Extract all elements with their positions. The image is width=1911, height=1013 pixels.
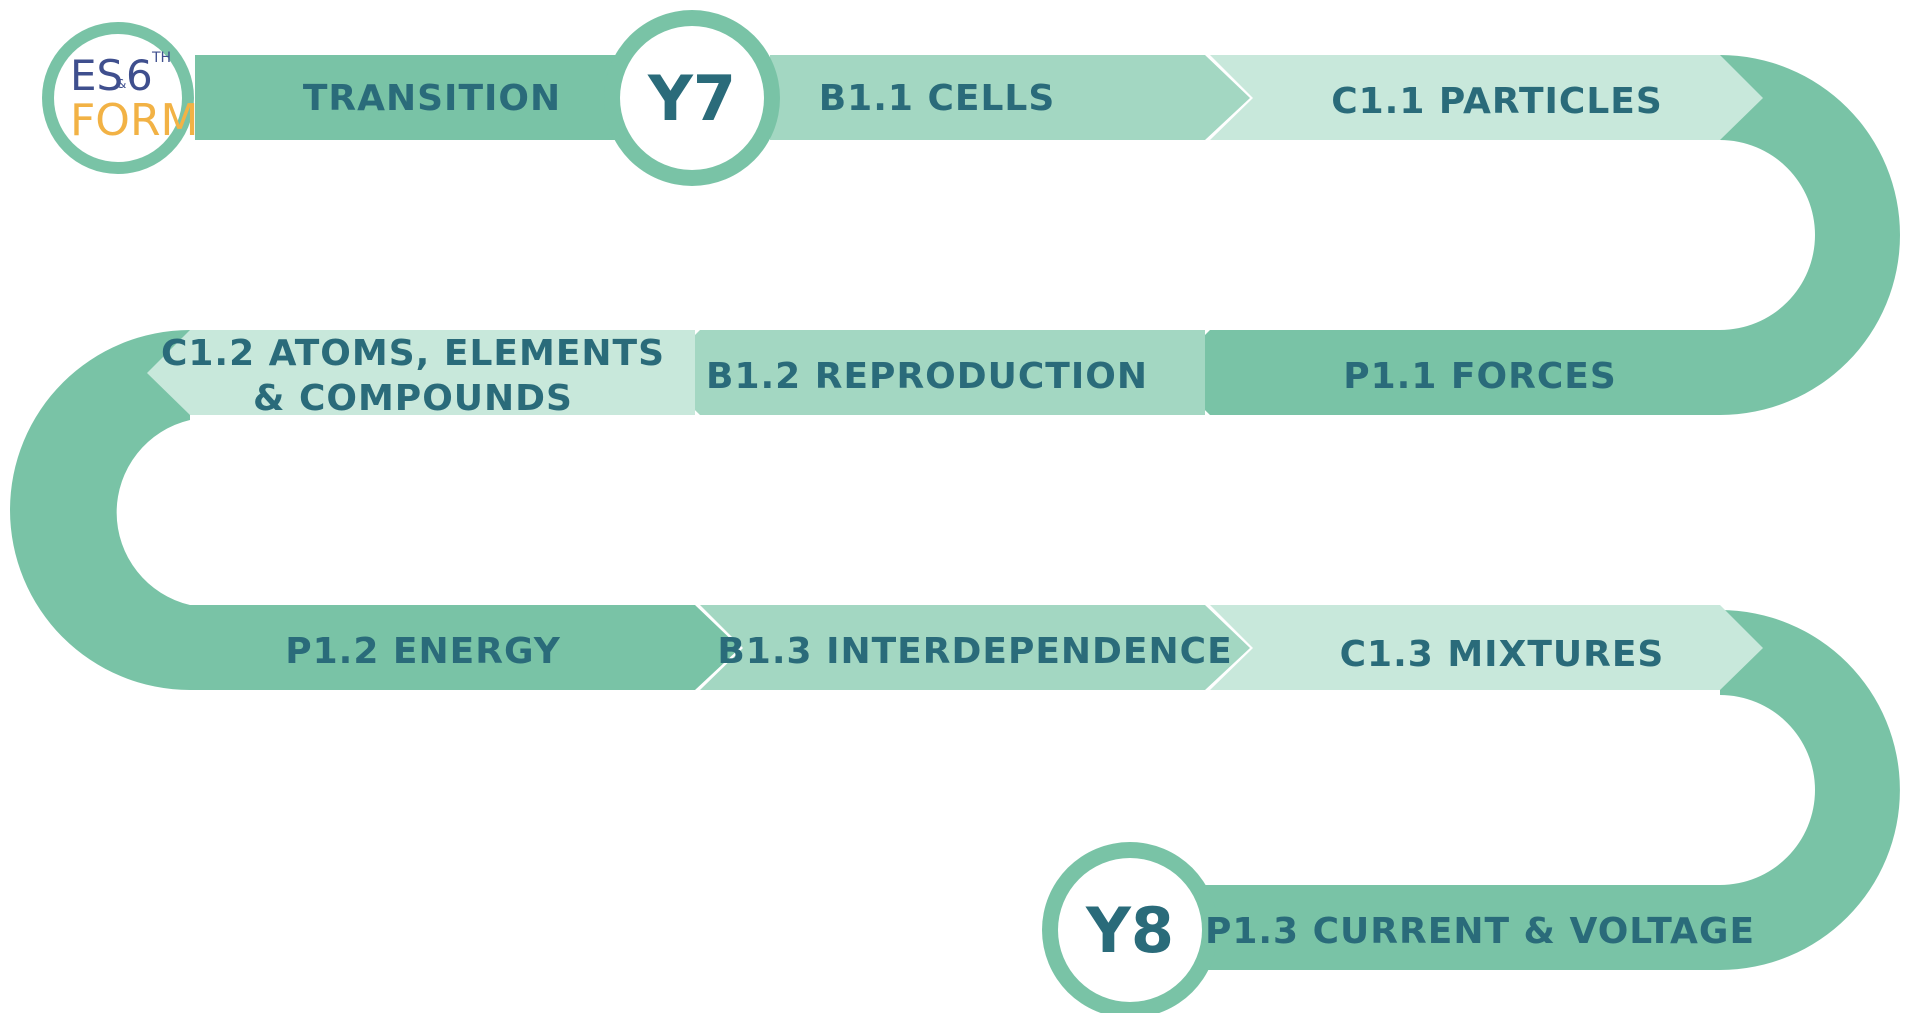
curve-right-bottom [1720, 610, 1900, 970]
logo-th-text: TH [151, 50, 171, 66]
segment-c1-2 [147, 330, 695, 415]
logo-amp-text: & [117, 77, 126, 91]
segment-c1-3 [1210, 605, 1763, 690]
segment-p1-1 [1167, 330, 1720, 415]
y7-badge: Y7 [604, 10, 780, 186]
curve-right-top [1720, 55, 1900, 415]
label-c1-1: C1.1 PARTICLES [1331, 81, 1663, 122]
label-c1-2-line1: C1.2 ATOMS, ELEMENTS [161, 333, 665, 374]
label-p1-2: P1.2 ENERGY [285, 631, 561, 672]
segment-c1-1 [1210, 55, 1763, 140]
segment-b1-3 [700, 605, 1250, 690]
label-p1-1: P1.1 FORCES [1343, 356, 1617, 397]
segment-b1-2 [657, 330, 1205, 415]
segment-p1-2 [190, 605, 740, 690]
label-c1-2-line2: & COMPOUNDS [253, 378, 573, 419]
label-b1-3: B1.3 INTERDEPENDENCE [717, 631, 1232, 672]
logo-badge: ES & 6 TH FORM [42, 22, 198, 174]
logo-six-text: 6 [126, 51, 153, 100]
segment-b1-1 [770, 55, 1250, 140]
segment-transition [195, 55, 620, 140]
label-transition: TRANSITION [303, 78, 561, 119]
logo-form-text: FORM [70, 95, 198, 146]
label-c1-3: C1.3 MIXTURES [1340, 634, 1665, 675]
y8-label: Y8 [1085, 894, 1174, 967]
y8-badge: Y8 [1042, 842, 1218, 1013]
label-p1-3: P1.3 CURRENT & VOLTAGE [1205, 911, 1755, 952]
logo-es-text: ES [70, 51, 123, 100]
label-b1-1: B1.1 CELLS [819, 78, 1056, 119]
curve-left-middle [10, 330, 190, 690]
label-b1-2: B1.2 REPRODUCTION [706, 356, 1148, 397]
segment-p1-3 [1190, 885, 1720, 970]
y7-label: Y7 [647, 62, 736, 135]
